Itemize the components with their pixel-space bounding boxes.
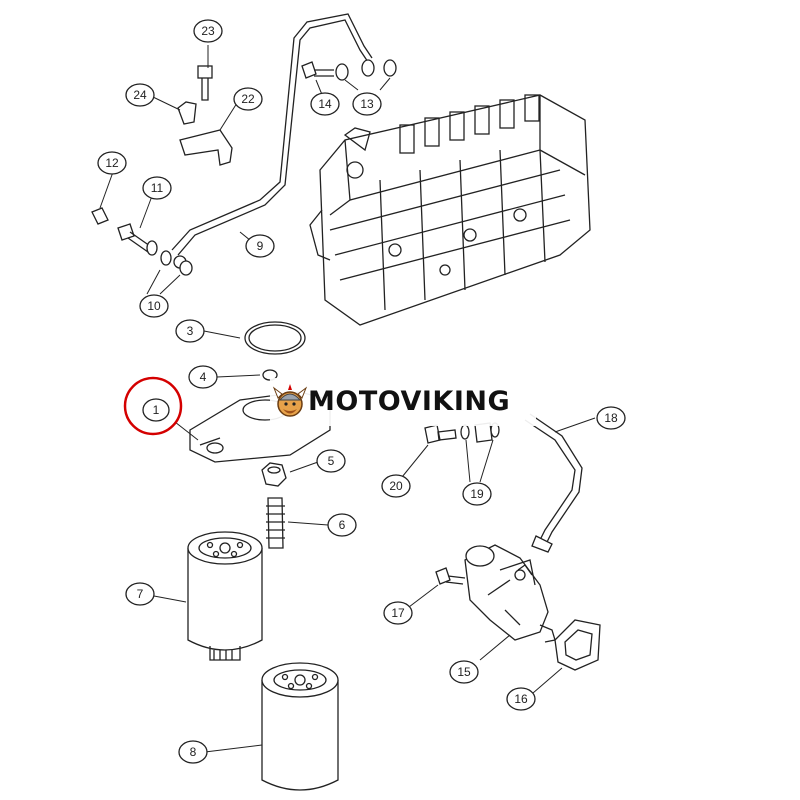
callout-13: 13 (360, 97, 374, 111)
callout-17: 17 (391, 606, 405, 620)
o-ring-3 (244, 321, 306, 355)
brand-name: MOTOVIKING (308, 386, 511, 417)
washers-19 (460, 422, 500, 443)
nut-5 (261, 462, 287, 487)
callout-12: 12 (105, 156, 119, 170)
stud-6 (266, 497, 285, 549)
highlight-circle (123, 376, 183, 436)
viking-mascot-icon (272, 384, 308, 417)
callout-24: 24 (133, 88, 147, 102)
brand-banner (270, 378, 536, 426)
callout-labels: 23 24 22 12 11 9 10 3 4 1 5 6 7 8 14 13 … (105, 24, 618, 759)
callout-11: 11 (151, 181, 164, 195)
clip-24 (177, 101, 197, 125)
engine-block (309, 94, 591, 326)
callout-8: 8 (190, 745, 197, 759)
callout-15: 15 (457, 665, 471, 679)
fuel-filter-7 (187, 531, 263, 661)
callout-bubbles (97, 19, 626, 764)
callout-18: 18 (604, 411, 618, 425)
callout-22: 22 (241, 92, 255, 106)
callout-3: 3 (187, 324, 194, 338)
bracket-22 (179, 129, 233, 166)
callout-4: 4 (200, 370, 207, 384)
callout-7: 7 (137, 587, 144, 601)
callout-16: 16 (514, 692, 528, 706)
fuel-line-18 (524, 413, 583, 553)
fasteners-top (301, 59, 397, 81)
bolt-17 (435, 567, 466, 585)
callout-9: 9 (257, 239, 264, 253)
callout-20: 20 (389, 479, 403, 493)
fitting-20 (424, 424, 457, 444)
callout-23: 23 (201, 24, 215, 38)
bolt-23 (197, 65, 213, 101)
callout-6: 6 (339, 518, 346, 532)
callout-5: 5 (328, 454, 335, 468)
fasteners-left (91, 207, 193, 276)
callout-14: 14 (318, 97, 332, 111)
lift-pump-15 (464, 544, 556, 643)
callout-1: 1 (153, 403, 160, 417)
gasket-16 (554, 619, 601, 671)
callout-10: 10 (147, 299, 161, 313)
callout-19: 19 (470, 487, 484, 501)
fuel-filter-8 (261, 662, 339, 791)
